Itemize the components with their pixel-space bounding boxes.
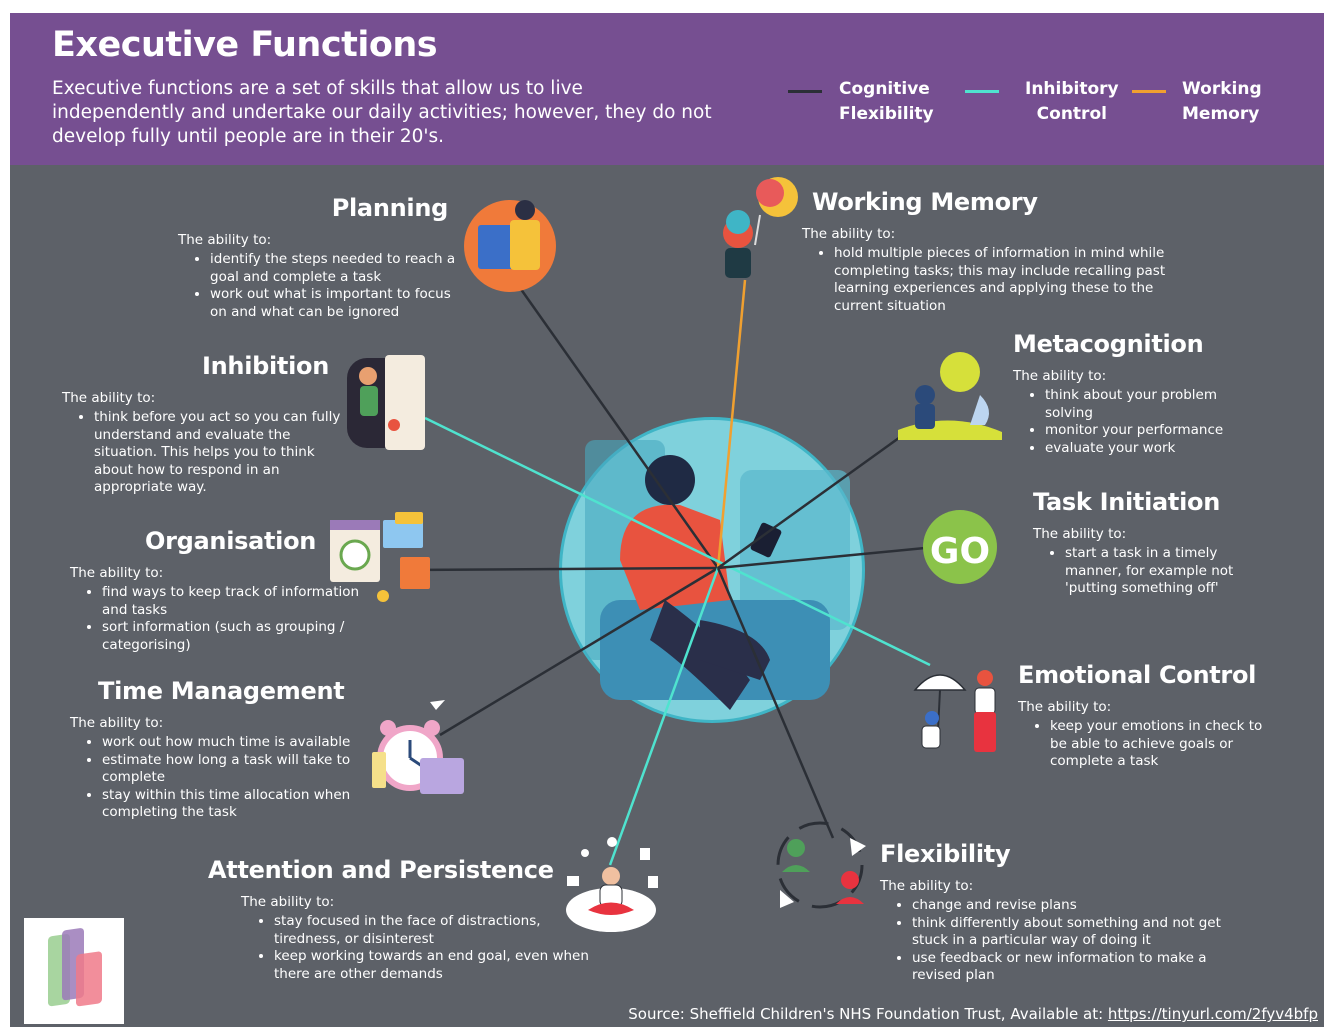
logo-icon bbox=[24, 918, 124, 1024]
legend-label-working: Working Memory bbox=[1182, 79, 1262, 124]
line-organisation bbox=[404, 566, 719, 572]
section-title: Metacognition bbox=[1013, 330, 1204, 358]
section-organisation: Organisation The ability to: find ways t… bbox=[70, 527, 360, 654]
line-inhibition bbox=[424, 416, 931, 667]
section-intro: The ability to: bbox=[1018, 699, 1112, 715]
section-title: Inhibition bbox=[202, 352, 330, 380]
page-subtitle: Executive functions are a set of skills … bbox=[52, 78, 712, 147]
line-time-management bbox=[439, 566, 719, 737]
section-title: Task Initiation bbox=[1033, 488, 1220, 516]
organisation-icon bbox=[330, 512, 430, 602]
flexibility-icon bbox=[776, 821, 866, 909]
legend-line-working bbox=[1132, 90, 1166, 93]
section-metacognition: Metacognition The ability to: think abou… bbox=[1013, 330, 1253, 457]
bullet-list: keep your emotions in check to be able t… bbox=[1018, 718, 1268, 771]
header: Executive Functions Executive functions … bbox=[10, 13, 1324, 165]
section-title: Time Management bbox=[98, 677, 345, 705]
emotional-control-icon bbox=[913, 670, 996, 752]
list-item: monitor your performance bbox=[1045, 422, 1253, 440]
bullet-list: work out how much time is available esti… bbox=[70, 734, 365, 822]
list-item: estimate how long a task will take to co… bbox=[102, 752, 365, 787]
bullet-list: think about your problem solving monitor… bbox=[1013, 387, 1253, 457]
svg-text:GO: GO bbox=[930, 531, 990, 572]
list-item: keep your emotions in check to be able t… bbox=[1050, 718, 1268, 771]
source-link[interactable]: https://tinyurl.com/2fyv4bfp bbox=[1107, 1005, 1318, 1023]
section-emotional-control: Emotional Control The ability to: keep y… bbox=[1018, 661, 1268, 771]
section-intro: The ability to: bbox=[802, 226, 896, 242]
section-working-memory: Working Memory The ability to: hold mult… bbox=[802, 188, 1192, 315]
list-item: start a task in a timely manner, for exa… bbox=[1065, 545, 1263, 598]
bullet-list: think before you act so you can fully un… bbox=[62, 409, 342, 497]
section-intro: The ability to: bbox=[62, 390, 156, 406]
list-item: think differently about something and no… bbox=[912, 915, 1250, 950]
list-item: think about your problem solving bbox=[1045, 387, 1253, 422]
bullet-list: hold multiple pieces of information in m… bbox=[802, 245, 1192, 315]
legend-line-cognitive bbox=[788, 90, 822, 93]
list-item: work out how much time is available bbox=[102, 734, 365, 752]
working-memory-icon bbox=[723, 177, 798, 278]
planning-icon bbox=[464, 200, 556, 292]
section-intro: The ability to: bbox=[241, 894, 335, 910]
section-intro: The ability to: bbox=[880, 878, 974, 894]
section-title: Working Memory bbox=[812, 188, 1038, 216]
bullet-list: change and revise plans think differentl… bbox=[880, 897, 1250, 985]
section-intro: The ability to: bbox=[1013, 368, 1107, 384]
section-flexibility: Flexibility The ability to: change and r… bbox=[880, 840, 1250, 985]
list-item: think before you act so you can fully un… bbox=[94, 409, 342, 497]
section-attention: Attention and Persistence The ability to… bbox=[208, 856, 608, 983]
source-citation: Source: Sheffield Children's NHS Foundat… bbox=[628, 1005, 1318, 1023]
go-icon: GO bbox=[923, 510, 997, 584]
bullet-list: stay focused in the face of distractions… bbox=[208, 913, 608, 983]
list-item: work out what is important to focus on a… bbox=[210, 286, 468, 321]
metacognition-icon bbox=[898, 352, 1002, 440]
section-intro: The ability to: bbox=[1033, 526, 1127, 542]
line-metacognition bbox=[717, 428, 911, 570]
bullet-list: start a task in a timely manner, for exa… bbox=[1033, 545, 1263, 598]
list-item: sort information (such as grouping / cat… bbox=[102, 619, 360, 654]
legend-line-inhibitory bbox=[965, 90, 999, 93]
logo-graphic bbox=[48, 928, 102, 1007]
section-time-management: Time Management The ability to: work out… bbox=[70, 677, 365, 822]
list-item: find ways to keep track of information a… bbox=[102, 584, 360, 619]
source-text: Source: Sheffield Children's NHS Foundat… bbox=[628, 1005, 1108, 1023]
line-flexibility bbox=[716, 567, 835, 839]
section-title: Emotional Control bbox=[1018, 661, 1257, 689]
legend-label-inhibitory: Inhibitory Control bbox=[1025, 79, 1119, 124]
list-item: use feedback or new information to make … bbox=[912, 950, 1250, 985]
page-title: Executive Functions bbox=[52, 25, 438, 65]
section-intro: The ability to: bbox=[70, 565, 164, 581]
list-item: change and revise plans bbox=[912, 897, 1250, 915]
meditation-icon bbox=[566, 837, 658, 932]
bullet-list: identify the steps needed to reach a goa… bbox=[178, 251, 468, 321]
section-planning: Planning The ability to: identify the st… bbox=[178, 194, 468, 321]
line-working-memory bbox=[716, 279, 747, 569]
section-title: Organisation bbox=[145, 527, 317, 555]
line-planning bbox=[516, 284, 720, 569]
line-attention bbox=[608, 567, 720, 866]
alarm-clock-icon bbox=[372, 700, 464, 794]
section-inhibition: Inhibition The ability to: think before … bbox=[62, 352, 342, 497]
section-task-initiation: Task Initiation The ability to: start a … bbox=[1033, 488, 1263, 598]
section-title: Flexibility bbox=[880, 840, 1011, 868]
list-item: identify the steps needed to reach a goa… bbox=[210, 251, 468, 286]
list-item: stay within this time allocation when co… bbox=[102, 787, 365, 822]
section-title: Attention and Persistence bbox=[208, 856, 554, 884]
inhibition-icon bbox=[347, 355, 425, 450]
list-item: evaluate your work bbox=[1045, 440, 1253, 458]
section-intro: The ability to: bbox=[70, 715, 164, 731]
bullet-list: find ways to keep track of information a… bbox=[70, 584, 360, 654]
line-task-initiation bbox=[717, 546, 926, 570]
section-intro: The ability to: bbox=[178, 232, 272, 248]
list-item: stay focused in the face of distractions… bbox=[274, 913, 608, 948]
section-title: Planning bbox=[331, 194, 449, 222]
central-person-illustration bbox=[559, 417, 865, 723]
list-item: keep working towards an end goal, even w… bbox=[274, 948, 608, 983]
list-item: hold multiple pieces of information in m… bbox=[834, 245, 1192, 315]
legend-label-cognitive: Cognitive Flexibility bbox=[839, 79, 934, 124]
